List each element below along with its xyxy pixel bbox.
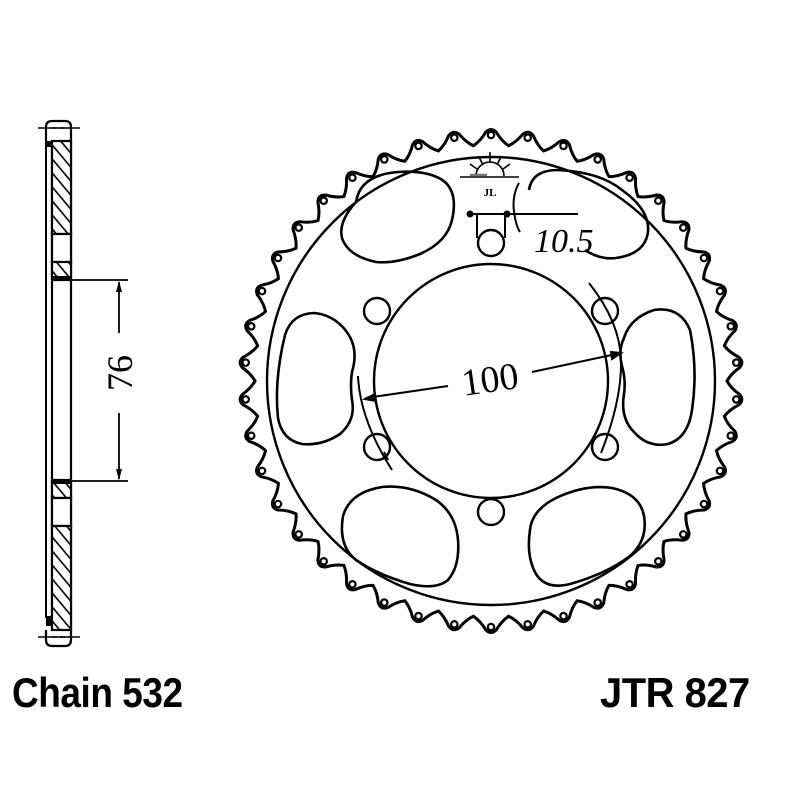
cutout-right xyxy=(619,308,696,447)
bolt-circle-diameter-label: 100 xyxy=(459,355,521,405)
tooth-tip-mark xyxy=(241,358,251,367)
tooth-tip-mark xyxy=(348,173,357,183)
chain-size-label: Chain 532 xyxy=(12,669,183,716)
bolt-hole-dimension xyxy=(466,182,578,238)
tooth-tip-mark xyxy=(731,358,741,367)
tooth-tip-mark xyxy=(559,611,568,621)
tooth-tip-mark xyxy=(593,598,603,607)
hub-width-dimension-label: 76 xyxy=(100,355,140,391)
bolt-hole-upper-right xyxy=(590,296,620,326)
tooth-tip-mark xyxy=(593,155,603,164)
tooth-tip-mark xyxy=(523,619,533,629)
tooth-tip-mark xyxy=(486,130,496,140)
part-number-label: JTR 827 xyxy=(600,669,750,716)
tooth-tip-mark xyxy=(625,173,634,183)
tooth-tip-mark xyxy=(294,223,304,232)
tooth-tip-mark xyxy=(273,253,283,263)
tooth-tip-mark xyxy=(414,141,423,151)
cutout-top-left xyxy=(340,170,456,264)
tooth-tip-mark xyxy=(726,431,736,441)
tooth-tip-mark xyxy=(486,622,496,632)
tooth-tip-mark xyxy=(699,499,709,509)
tooth-tip-mark xyxy=(379,155,389,164)
tooth-tip-mark xyxy=(726,321,736,331)
tooth-tip-mark xyxy=(449,619,459,629)
svg-text:JL: JL xyxy=(484,187,497,199)
bolt-hole-upper-left xyxy=(362,296,392,326)
tooth-tip-mark xyxy=(678,530,688,539)
tooth-tip-mark xyxy=(653,556,663,566)
tooth-tip-mark xyxy=(625,579,634,589)
bolt-circle-dimension xyxy=(357,282,624,471)
tooth-tip-mark xyxy=(653,196,663,206)
sprocket-front-view: JL xyxy=(238,128,744,634)
cutout-bottom-left xyxy=(340,485,460,588)
tooth-tip-mark xyxy=(319,556,329,566)
bolt-hole-top xyxy=(476,228,506,258)
tooth-tip-mark xyxy=(379,598,389,607)
tooth-tip-mark xyxy=(449,133,459,143)
bolt-hole-diameter-label: 10.5 xyxy=(534,223,594,260)
bolt-hole-lower-right xyxy=(590,432,620,462)
side-profile-view xyxy=(38,119,128,648)
tooth-tip-mark xyxy=(414,611,423,621)
tooth-tip-mark xyxy=(559,141,568,151)
bolt-holes xyxy=(362,228,620,527)
tooth-tip-mark xyxy=(257,466,267,476)
tooth-tip-mark xyxy=(731,395,741,404)
tooth-tip-mark xyxy=(246,431,256,441)
tooth-tip-mark xyxy=(348,579,357,589)
tooth-tip-mark xyxy=(699,253,709,263)
cutout-bottom-right xyxy=(527,485,646,587)
tooth-tip-mark xyxy=(678,223,688,232)
tooth-tip-mark xyxy=(523,133,533,143)
tooth-tip-mark xyxy=(715,286,725,296)
sun-logo-icon: JL xyxy=(460,152,519,199)
tooth-tip-mark xyxy=(273,499,283,509)
bolt-hole-lower-left xyxy=(362,432,392,462)
tooth-tip-mark xyxy=(257,286,267,296)
tooth-tip-mark xyxy=(294,530,304,539)
cutout-top-right xyxy=(527,168,650,260)
tooth-tip-mark xyxy=(319,196,329,206)
lightening-cutouts xyxy=(275,168,696,588)
inner-ring-circle xyxy=(265,155,717,607)
tooth-tip-mark xyxy=(246,321,256,331)
tooth-tip-mark xyxy=(241,395,251,404)
bolt-hole-bottom xyxy=(476,497,506,527)
tooth-tip-mark xyxy=(715,466,725,476)
sprocket-teeth-outline xyxy=(238,128,744,634)
cutout-left xyxy=(275,311,356,446)
